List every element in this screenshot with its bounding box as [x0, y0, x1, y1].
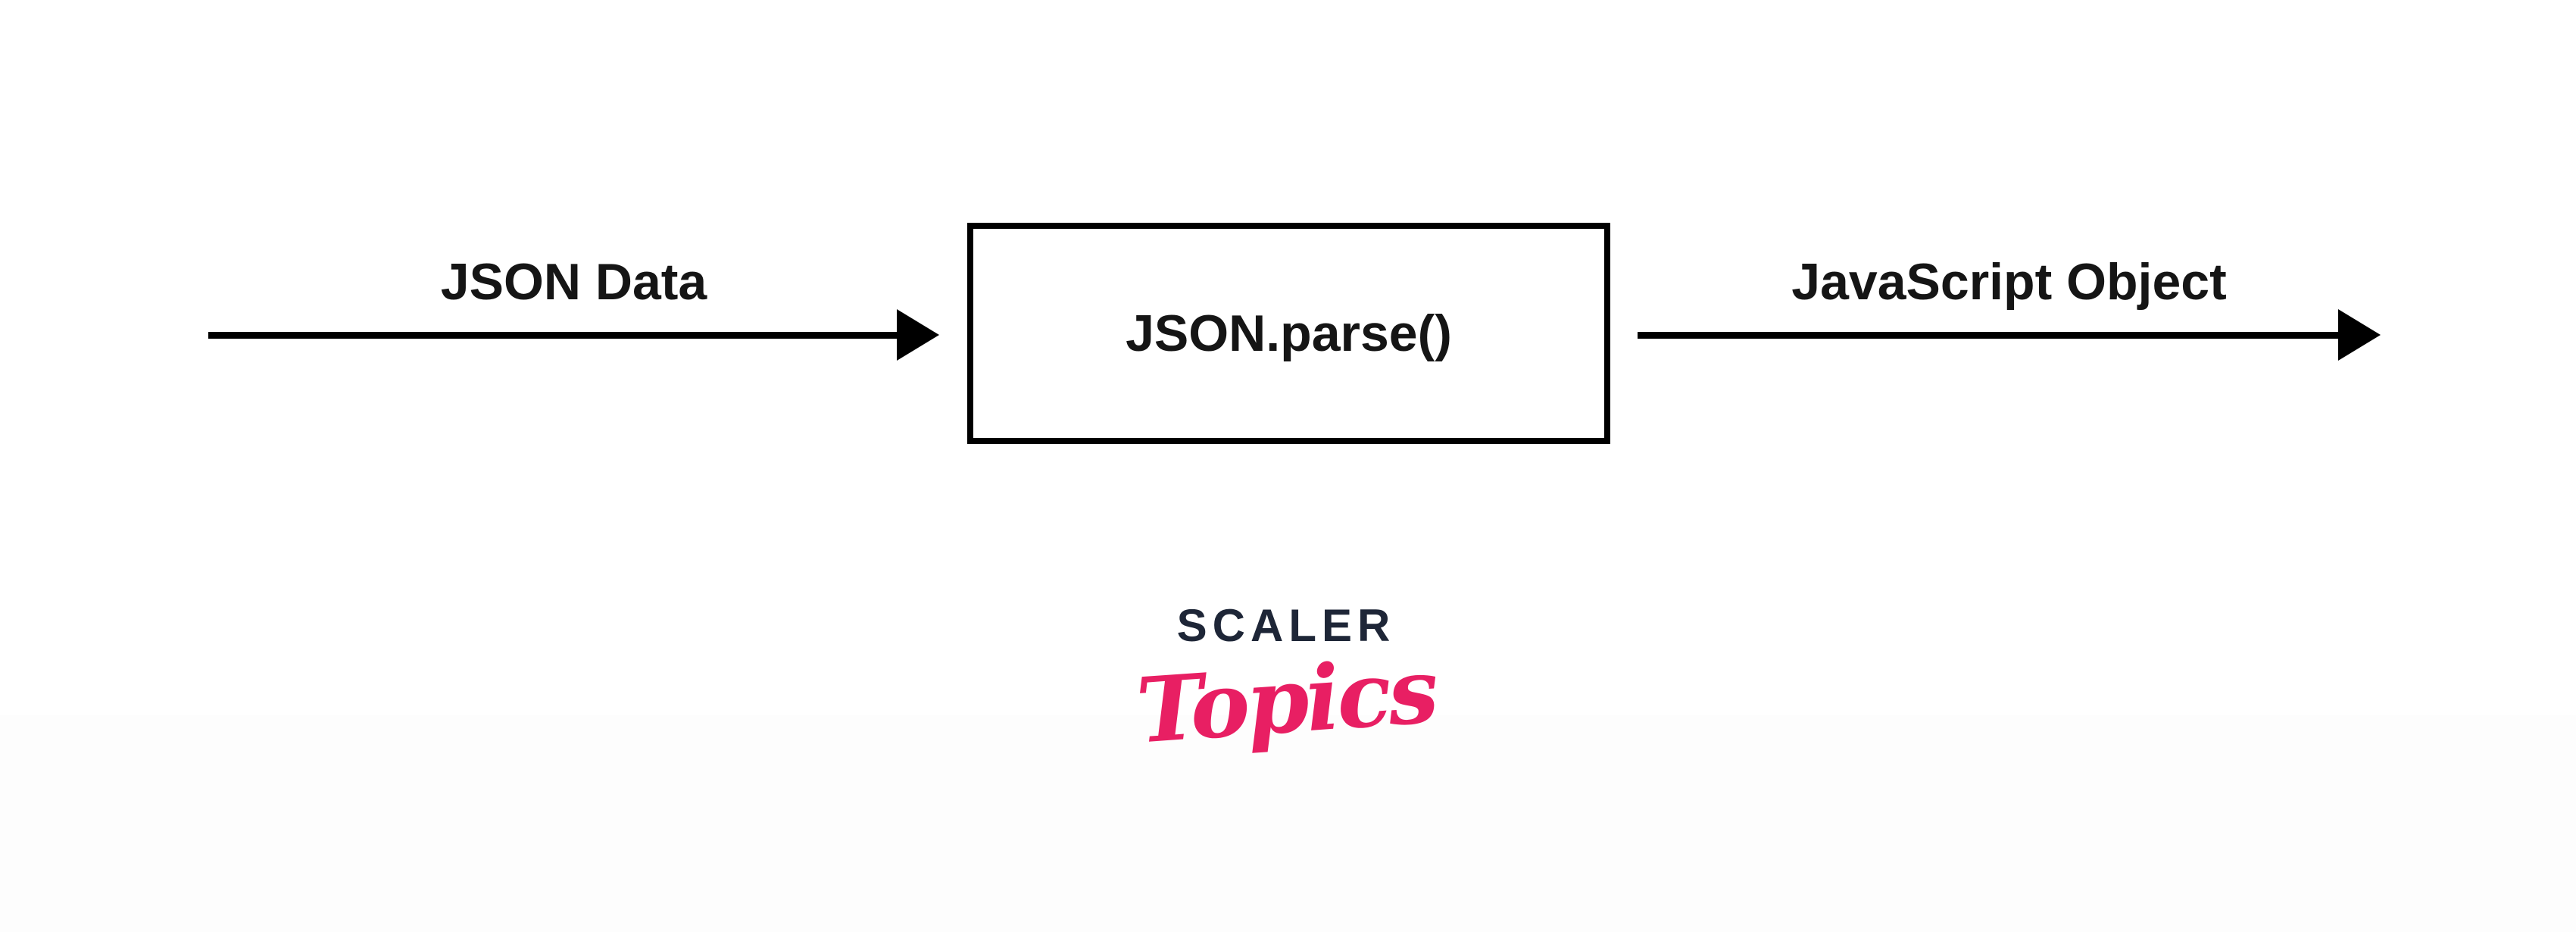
input-arrow-shaft: [208, 332, 901, 339]
brand-logo-scaler: SCALER: [1176, 600, 1396, 651]
output-arrow-shaft: [1638, 332, 2342, 339]
brand-logo: SCALER Topics: [1097, 600, 1475, 764]
brand-logo-topics: Topics: [1133, 637, 1439, 764]
output-arrow-head-icon: [2338, 309, 2381, 361]
process-box: JSON.parse(): [967, 223, 1610, 444]
process-label: JSON.parse(): [1126, 305, 1452, 362]
output-label: JavaScript Object: [1791, 253, 2227, 311]
input-label: JSON Data: [440, 253, 707, 311]
background-tint: [0, 715, 2576, 932]
input-arrow-head-icon: [897, 309, 939, 361]
